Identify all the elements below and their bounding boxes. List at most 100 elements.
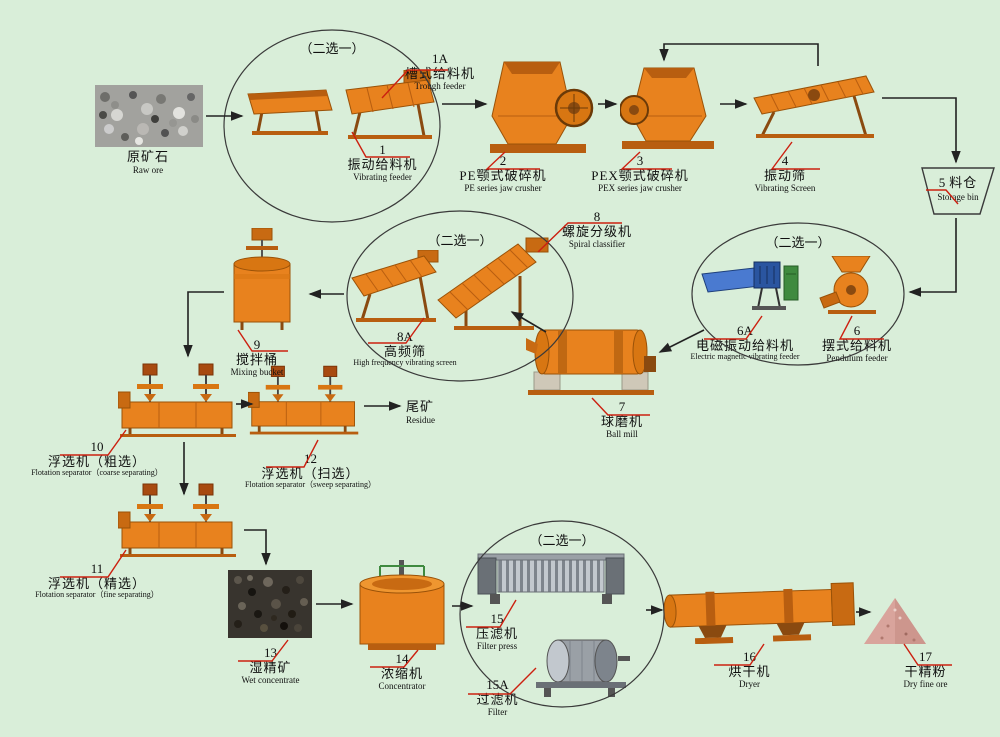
label-en: Filter press — [476, 641, 518, 652]
label-dryer: 16 烘干机 Dryer — [702, 649, 797, 690]
choice-label-feeders: （二选一） — [299, 41, 365, 56]
label-number: 6A — [737, 323, 753, 338]
label-zh: 振动筛 — [763, 167, 806, 183]
dryer-illustration — [662, 574, 858, 644]
label-en: Flotation separator（fine separating） — [35, 590, 159, 600]
label-en: Wet concentrate — [241, 675, 300, 686]
label-zh: 螺旋分级机 — [561, 223, 632, 239]
drum-filter-illustration — [532, 634, 630, 698]
label-en: Flotation separator（sweep separating） — [244, 480, 377, 490]
label-flotation-coarse: 10 浮选机（粗选） Flotation separator（coarse se… — [2, 439, 192, 478]
label-zh: 料仓 — [949, 175, 978, 190]
label-number: 9 — [253, 337, 261, 352]
label-zh: 电磁振动给料机 — [695, 337, 794, 353]
label-en: Dry fine ore — [903, 679, 948, 690]
label-zh: 原矿石 — [126, 149, 169, 164]
label-flotation-sweep: 12 浮选机（扫选） Flotation separator（sweep sep… — [228, 451, 393, 490]
label-en: Spiral classifier — [568, 239, 626, 250]
label-number: 17 — [919, 649, 932, 664]
label-storage-bin: 5 料仓 Storage bin — [922, 174, 994, 202]
label-en: Concentrator — [378, 681, 426, 692]
label-number: 16 — [743, 649, 756, 664]
label-en: Flotation separator（coarse separating） — [31, 468, 163, 478]
label-zh: 振动给料机 — [347, 156, 418, 172]
choice-label-classifier: （二选一） — [427, 233, 493, 248]
high-frequency-screen-illustration — [348, 250, 442, 324]
label-en: Vibrating feeder — [353, 172, 412, 183]
label-flotation-fine: 11 浮选机（精选） Flotation separator（fine sepa… — [2, 561, 192, 600]
label-ball-mill: 7 球磨机 Ball mill — [582, 399, 662, 440]
vibrating-screen-illustration — [750, 68, 880, 140]
label-zh: 高频筛 — [383, 343, 426, 359]
label-residue: 尾矿 Residue — [406, 399, 476, 425]
label-zh: 干精粉 — [904, 663, 947, 679]
label-em-vibrating-feeder: 6A 电磁振动给料机 Electric magnetic vibrating f… — [680, 323, 810, 362]
label-zh: 烘干机 — [728, 663, 771, 679]
label-en: Vibrating Screen — [754, 183, 816, 194]
label-en: Pendulum feeder — [826, 353, 888, 364]
raw-ore-image — [95, 85, 203, 147]
pex-jaw-crusher-illustration — [620, 64, 716, 150]
label-en: PE series jaw crusher — [464, 183, 542, 194]
label-en: Ball mill — [606, 429, 638, 440]
label-number: 11 — [90, 561, 104, 576]
spiral-classifier-illustration — [430, 236, 552, 332]
label-concentrator: 14 浓缩机 Concentrator — [352, 651, 452, 692]
choice-label-feeders-2: （二选一） — [765, 235, 831, 250]
label-vibrating-screen: 4 振动筛 Vibrating Screen — [730, 153, 840, 194]
label-zh: 浮选机（扫选） — [261, 465, 360, 481]
label-zh: PE颚式破碎机 — [459, 167, 547, 183]
label-wet-concentrate: 13 湿精矿 Wet concentrate — [218, 645, 323, 686]
choice-label-filters: （二选一） — [529, 533, 595, 548]
label-filter: 15A 过滤机 Filter — [450, 677, 545, 717]
label-zh: 搅拌桶 — [235, 351, 278, 367]
label-pex-jaw-crusher: 3 PEX颚式破碎机 PEX series jaw crusher — [580, 153, 700, 193]
label-en: Mixing bucket — [230, 367, 284, 378]
label-en: Raw ore — [132, 164, 164, 175]
label-en: Trough feeder — [414, 81, 466, 92]
label-zh: 槽式给料机 — [404, 65, 475, 81]
label-spiral-classifier: 8 螺旋分级机 Spiral classifier — [542, 209, 652, 250]
label-dry-fine-ore: 17 干精粉 Dry fine ore — [878, 649, 973, 690]
label-number: 4 — [781, 153, 789, 168]
label-en: Dryer — [739, 679, 760, 690]
label-number: 1 — [379, 142, 386, 157]
flotation-separator-coarse-illustration — [118, 358, 240, 438]
label-en: High frequency vibrating screen — [353, 358, 457, 368]
label-zh: 压滤机 — [475, 625, 518, 641]
pe-jaw-crusher-illustration — [488, 58, 594, 154]
mixing-bucket-illustration — [226, 228, 298, 332]
flotation-separator-sweep-illustration — [248, 358, 362, 438]
label-filter-press: 15 压滤机 Filter press — [452, 611, 542, 652]
trough-feeder-illustration — [246, 84, 334, 138]
label-number: 13 — [264, 645, 277, 660]
label-number: 15 — [490, 611, 504, 626]
flotation-separator-fine-illustration — [118, 478, 240, 558]
label-number: 8 — [593, 209, 601, 224]
label-trough-feeder: 1A 槽式给料机 Trough feeder — [385, 51, 495, 92]
label-number: 3 — [636, 153, 644, 168]
label-number: 7 — [618, 399, 626, 414]
label-zh: 浮选机（精选） — [47, 575, 146, 591]
electric-magnetic-vibrating-feeder-illustration — [700, 250, 800, 312]
label-zh: PEX颚式破碎机 — [591, 167, 689, 183]
pendulum-feeder-illustration — [816, 256, 886, 316]
label-vibrating-feeder: 1 振动给料机 Vibrating feeder — [330, 142, 435, 183]
label-number: 8A — [397, 329, 413, 344]
label-en: Storage bin — [937, 191, 979, 202]
label-number: 2 — [499, 153, 507, 168]
label-zh: 尾矿 — [406, 399, 435, 414]
label-high-frequency-screen: 8A 高频筛 High frequency vibrating screen — [330, 329, 480, 368]
label-number: 14 — [395, 651, 409, 666]
wet-concentrate-image — [228, 570, 312, 638]
label-zh: 摆式给料机 — [821, 337, 892, 353]
label-en: Electric magnetic vibrating feeder — [690, 352, 800, 362]
label-mixing-bucket: 9 搅拌桶 Mixing bucket — [212, 337, 302, 378]
label-number: 12 — [304, 451, 317, 466]
label-pe-jaw-crusher: 2 PE颚式破碎机 PE series jaw crusher — [448, 153, 558, 194]
label-number: 5 — [938, 175, 946, 190]
label-en: Residue — [406, 414, 435, 425]
label-zh: 湿精矿 — [249, 659, 292, 675]
label-raw-ore: 原矿石 Raw ore — [92, 149, 204, 175]
